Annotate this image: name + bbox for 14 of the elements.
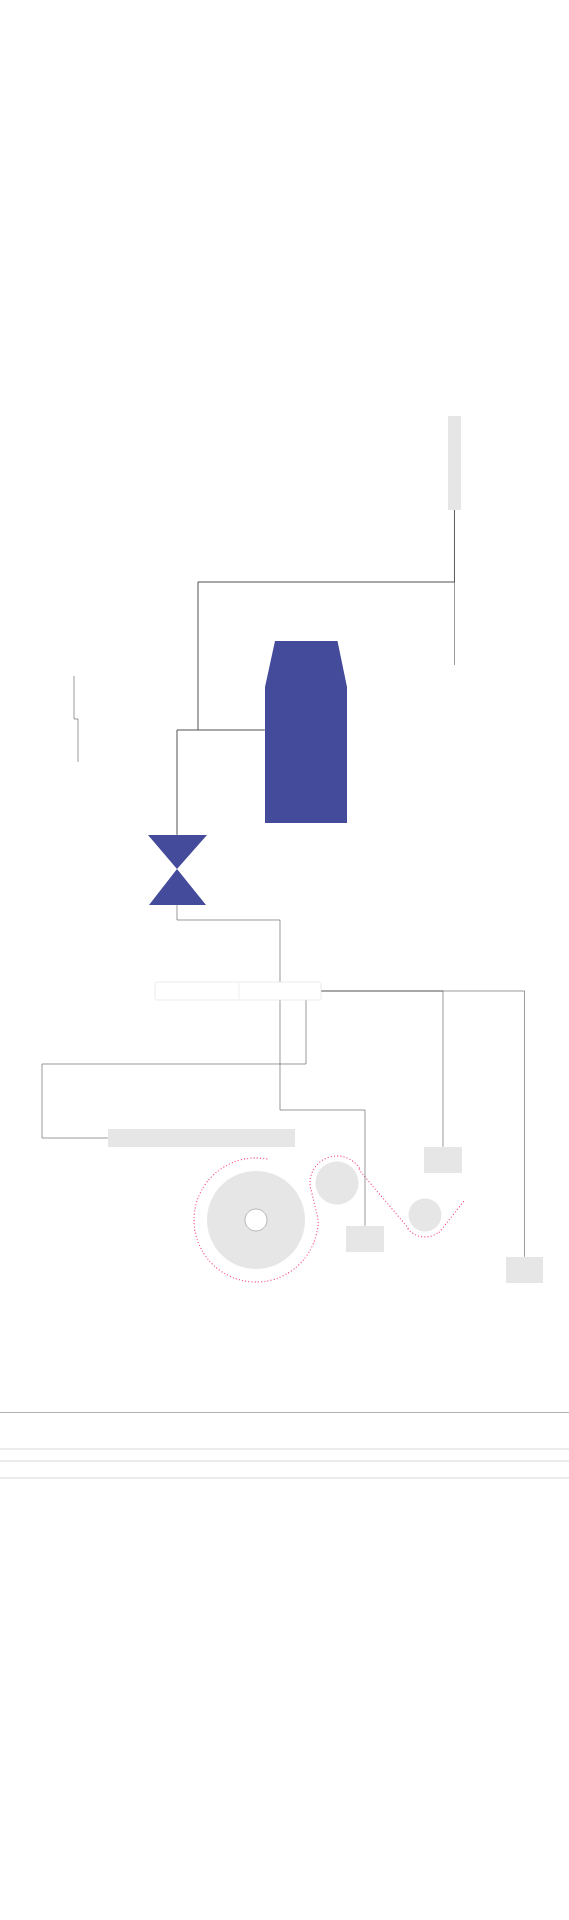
pipe-line: [321, 990, 525, 1258]
panel-box: [154, 981, 322, 1001]
pipe-line: [176, 729, 266, 836]
pipe-line: [279, 1000, 366, 1227]
block: [424, 1147, 462, 1173]
pipe-line: [41, 1000, 307, 1139]
pipe-line: [454, 509, 455, 666]
pipe-line: [176, 904, 281, 982]
block: [346, 1226, 384, 1252]
tank: [265, 641, 347, 823]
block: [506, 1257, 543, 1283]
valve-symbol: [148, 835, 207, 905]
column-bar: [448, 416, 461, 510]
panel-bar: [108, 1129, 295, 1147]
